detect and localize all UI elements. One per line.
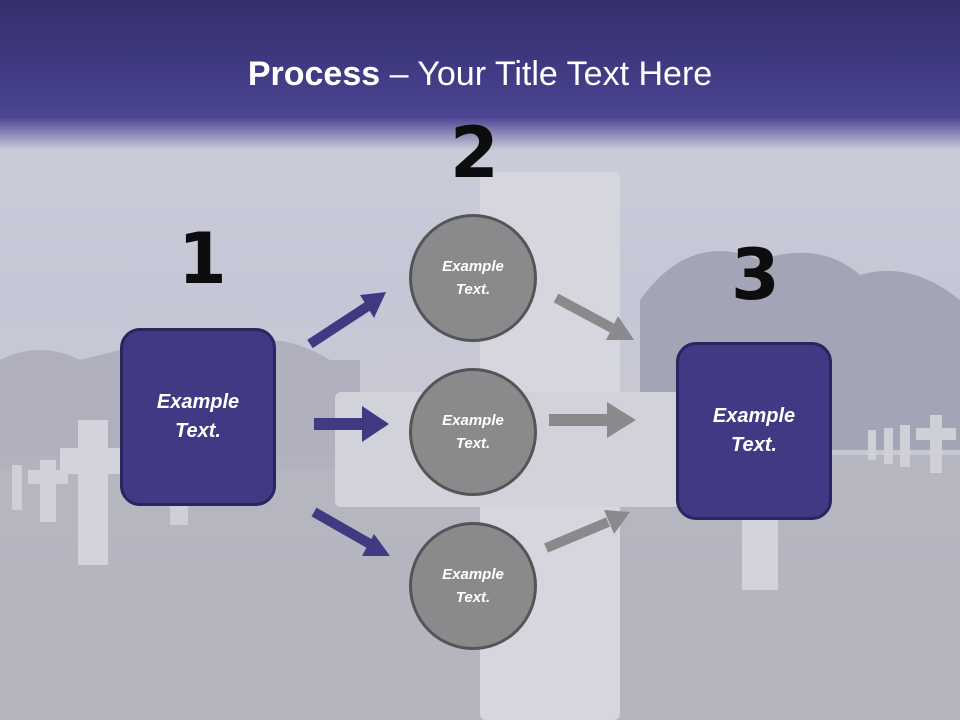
arrow-left-to-middle (314, 406, 389, 442)
circle-bottom-text: Example Text. (442, 566, 504, 606)
arrow-top-to-right (553, 293, 634, 340)
step-number-2: 2 (450, 112, 499, 194)
circle-bottom: Example Text. (409, 522, 537, 650)
circle-middle-text: Example Text. (442, 412, 504, 452)
right-step-text: Example Text. (712, 405, 796, 456)
circle-middle: Example Text. (409, 368, 537, 496)
step-number-3: 3 (731, 234, 780, 316)
left-step-box: Example Text. (120, 328, 276, 506)
title-rest: – Your Title Text Here (380, 55, 713, 93)
circle-top: Example Text. (409, 214, 537, 342)
arrow-left-to-top (307, 292, 386, 349)
arrow-bottom-to-right (544, 510, 630, 553)
circle-top-text: Example Text. (442, 258, 504, 298)
step-number-1: 1 (178, 218, 227, 300)
slide-title: Process – Your Title Text Here (0, 52, 960, 96)
arrow-left-to-bottom (311, 507, 390, 556)
title-bold: Process (247, 55, 381, 93)
title-bar (0, 0, 960, 150)
left-step-text: Example Text. (156, 391, 240, 442)
arrow-middle-to-right (549, 402, 636, 438)
right-step-box: Example Text. (676, 342, 832, 520)
